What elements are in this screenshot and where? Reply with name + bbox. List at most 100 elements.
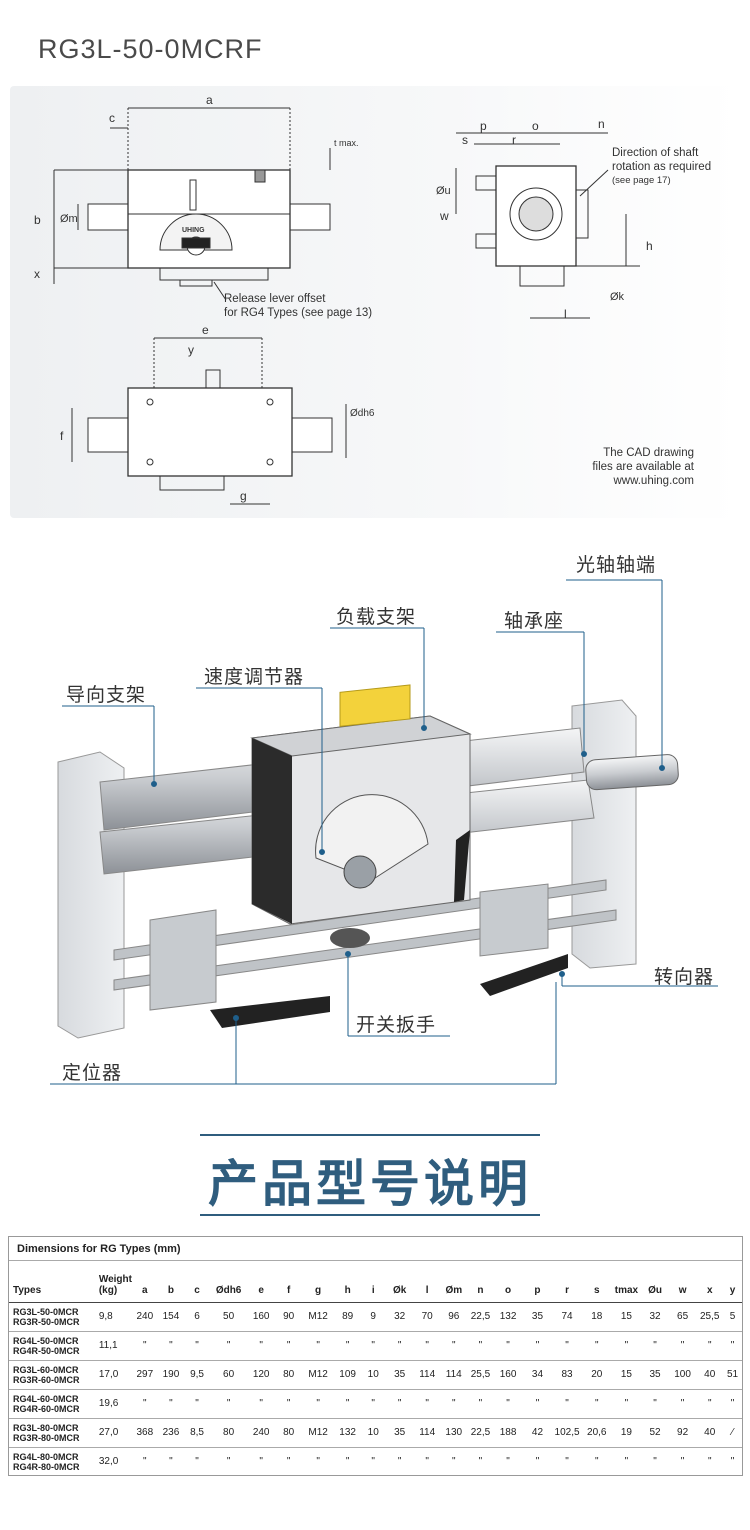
row-cell: " bbox=[274, 1330, 303, 1360]
row-cell: " bbox=[611, 1446, 642, 1476]
row-cell: 114 bbox=[414, 1359, 440, 1389]
row-cell: 32 bbox=[384, 1301, 415, 1331]
header-col: n bbox=[467, 1267, 494, 1303]
row-weight: 11,1 bbox=[98, 1330, 132, 1360]
dim-k: Øk bbox=[610, 291, 625, 303]
row-cell: " bbox=[384, 1446, 415, 1476]
row-cell: 20,6 bbox=[581, 1417, 612, 1447]
row-cell: " bbox=[467, 1388, 494, 1418]
drawing-brand: UHING bbox=[182, 227, 205, 234]
dim-a: a bbox=[206, 93, 213, 107]
header-col: f bbox=[274, 1267, 303, 1303]
row-cell: 20 bbox=[581, 1359, 612, 1389]
dim-g: g bbox=[240, 489, 247, 503]
row-cell: " bbox=[723, 1330, 742, 1360]
row-cell: 100 bbox=[668, 1359, 697, 1389]
header-col: x bbox=[696, 1267, 724, 1303]
row-cell: 22,5 bbox=[467, 1301, 494, 1331]
row-cell: 89 bbox=[333, 1301, 362, 1331]
row-cell: " bbox=[522, 1388, 553, 1418]
dim-f: f bbox=[60, 429, 64, 443]
row-cell: " bbox=[384, 1388, 415, 1418]
row-cell: 5 bbox=[723, 1301, 742, 1331]
header-weight: Weight(kg) bbox=[98, 1267, 132, 1303]
dim-w: w bbox=[439, 209, 449, 223]
row-cell: 132 bbox=[493, 1301, 523, 1331]
row-cell: 25,5 bbox=[467, 1359, 494, 1389]
dim-r: r bbox=[512, 133, 516, 147]
row-cell: 34 bbox=[522, 1359, 553, 1389]
row-cell: 160 bbox=[493, 1359, 523, 1389]
row-cell: 130 bbox=[439, 1417, 468, 1447]
row-cell: " bbox=[131, 1388, 158, 1418]
row-cell: 83 bbox=[552, 1359, 582, 1389]
row-cell: 114 bbox=[439, 1359, 468, 1389]
row-cell: " bbox=[668, 1330, 697, 1360]
header-col: c bbox=[184, 1267, 210, 1303]
dim-u: Øu bbox=[436, 185, 451, 197]
row-cell: " bbox=[361, 1330, 385, 1360]
row-cell: " bbox=[611, 1388, 642, 1418]
label-reverser: 转向器 bbox=[654, 967, 715, 988]
header-col: p bbox=[522, 1267, 553, 1303]
row-cell: 42 bbox=[522, 1417, 553, 1447]
row-cell: " bbox=[333, 1388, 362, 1418]
row-cell: 92 bbox=[668, 1417, 697, 1447]
row-weight: 9,8 bbox=[98, 1301, 132, 1331]
section-heading: 产品型号说明 bbox=[200, 1134, 540, 1218]
row-cell: 65 bbox=[668, 1301, 697, 1331]
row-cell: 35 bbox=[384, 1417, 415, 1447]
row-cell: " bbox=[384, 1330, 415, 1360]
header-col: Øu bbox=[641, 1267, 669, 1303]
row-cell: " bbox=[414, 1330, 440, 1360]
row-weight: 17,0 bbox=[98, 1359, 132, 1389]
row-cell: M12 bbox=[302, 1417, 334, 1447]
row-weight: 27,0 bbox=[98, 1417, 132, 1447]
header-col: w bbox=[668, 1267, 697, 1303]
row-cell: " bbox=[333, 1330, 362, 1360]
row-cell: 9 bbox=[361, 1301, 385, 1331]
row-cell: 51 bbox=[723, 1359, 742, 1389]
header-types: Types bbox=[9, 1267, 99, 1303]
label-speed-regulator: 速度调节器 bbox=[204, 667, 305, 688]
dim-p: p bbox=[480, 119, 487, 133]
row-cell: " bbox=[361, 1388, 385, 1418]
row-cell: " bbox=[467, 1446, 494, 1476]
row-cell: " bbox=[184, 1446, 210, 1476]
row-cell: " bbox=[552, 1388, 582, 1418]
row-cell: 120 bbox=[247, 1359, 275, 1389]
row-cell: 80 bbox=[274, 1359, 303, 1389]
product-photo: 光轴轴端 负载支架 轴承座 速度调节器 导向支架 转向器 开关扳手 定位器 bbox=[0, 540, 750, 1100]
page-title: RG3L-50-0MCRF bbox=[38, 34, 263, 64]
label-guide-bracket: 导向支架 bbox=[66, 685, 147, 706]
row-cell: 154 bbox=[157, 1301, 185, 1331]
row-cell: 25,5 bbox=[696, 1301, 724, 1331]
row-cell: " bbox=[157, 1388, 185, 1418]
label-load-bracket: 负载支架 bbox=[336, 607, 417, 628]
row-cell: 35 bbox=[522, 1301, 553, 1331]
row-cell: 96 bbox=[439, 1301, 468, 1331]
dim-m: Øm bbox=[60, 213, 78, 225]
dim-o: o bbox=[532, 119, 539, 133]
row-weight: 19,6 bbox=[98, 1388, 132, 1418]
row-cell: " bbox=[522, 1330, 553, 1360]
row-cell: " bbox=[131, 1446, 158, 1476]
heading-rule-bottom bbox=[200, 1214, 540, 1216]
row-cell: " bbox=[439, 1388, 468, 1418]
dim-x: x bbox=[34, 267, 40, 281]
technical-drawings: a c b Øm x t max. p o n s r Øu w h Øk l … bbox=[0, 86, 750, 518]
row-cell: " bbox=[274, 1446, 303, 1476]
header-col: e bbox=[247, 1267, 275, 1303]
row-weight: 32,0 bbox=[98, 1446, 132, 1476]
row-cell: " bbox=[522, 1446, 553, 1476]
dim-d: Ødh6 bbox=[350, 408, 375, 419]
row-cell: " bbox=[247, 1446, 275, 1476]
row-cell: 114 bbox=[414, 1417, 440, 1447]
